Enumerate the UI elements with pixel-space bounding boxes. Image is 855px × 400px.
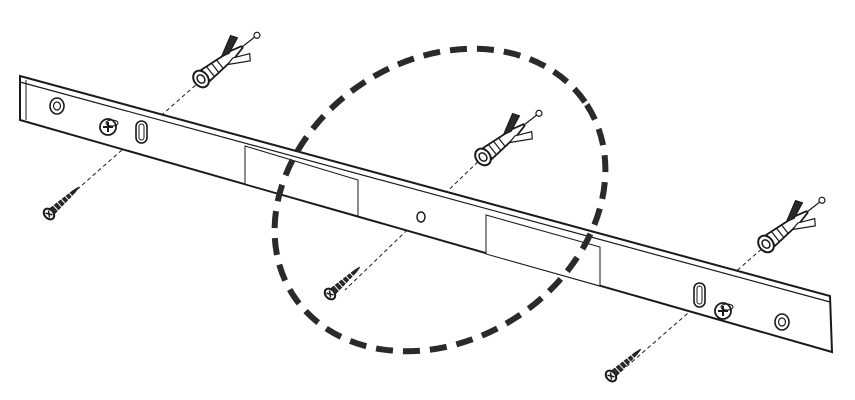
bracket-slot-left	[135, 120, 148, 144]
wall-anchor-left	[184, 19, 271, 97]
seated-screw-head-right	[714, 302, 734, 320]
wall-anchor-center	[466, 97, 553, 175]
bracket-slot-right	[693, 282, 706, 308]
guide-line-right	[617, 239, 773, 375]
bracket-panel-left	[244, 145, 359, 217]
bracket-mount-hole-right	[774, 313, 790, 331]
bracket-center-hole	[416, 211, 426, 223]
mounting-bracket	[19, 74, 834, 354]
bracket-mount-hole-left	[49, 97, 65, 115]
screw-right	[602, 343, 646, 385]
dashed-ellipse-center	[271, 45, 609, 355]
screw-left	[40, 181, 84, 223]
screw-center	[321, 261, 365, 303]
seated-screw-head-left	[99, 118, 119, 136]
wall-anchor-right	[749, 184, 836, 262]
